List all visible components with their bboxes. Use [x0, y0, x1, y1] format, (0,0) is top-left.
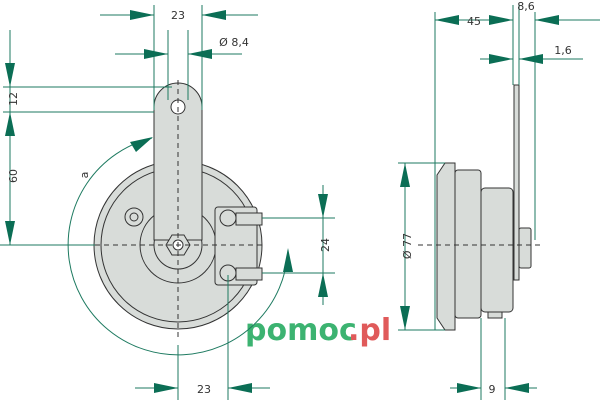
terminal-bottom — [235, 267, 263, 281]
dim-bracket-offset: 8,6 — [517, 0, 535, 13]
svg-text:pomoc: pomoc — [245, 313, 357, 348]
svg-text:.pl: .pl — [348, 313, 391, 348]
watermark: pomoc .pl — [245, 313, 391, 348]
side-nut — [518, 227, 532, 269]
dim-hole-offset: 12 — [7, 92, 20, 106]
terminal-top — [235, 212, 263, 226]
adjust-screw — [129, 212, 139, 222]
dim-diameter: Ø 77 — [401, 233, 414, 259]
horn-flange — [436, 162, 456, 331]
dim-terminal-depth: 9 — [489, 383, 496, 396]
horn-body — [454, 169, 482, 319]
dimensions — [0, 5, 600, 400]
rear-tab — [487, 311, 503, 319]
dim-terminal-spacing: 24 — [319, 238, 332, 252]
dim-depth: 45 — [467, 15, 481, 28]
terminal-screw-top — [219, 209, 237, 227]
dim-hole-diameter: Ø 8,4 — [219, 36, 249, 49]
dim-terminal-offset: 23 — [197, 383, 211, 396]
dim-bracket-thickness: 1,6 — [554, 44, 572, 57]
side-bracket — [513, 84, 520, 281]
dim-bracket-length: 60 — [7, 169, 20, 183]
horn-rear — [480, 187, 514, 313]
side-view — [418, 84, 542, 331]
front-view — [93, 80, 265, 340]
adjust-screw-ring — [124, 207, 144, 227]
dim-angle: a — [78, 172, 91, 179]
dim-bracket-width: 23 — [171, 9, 185, 22]
